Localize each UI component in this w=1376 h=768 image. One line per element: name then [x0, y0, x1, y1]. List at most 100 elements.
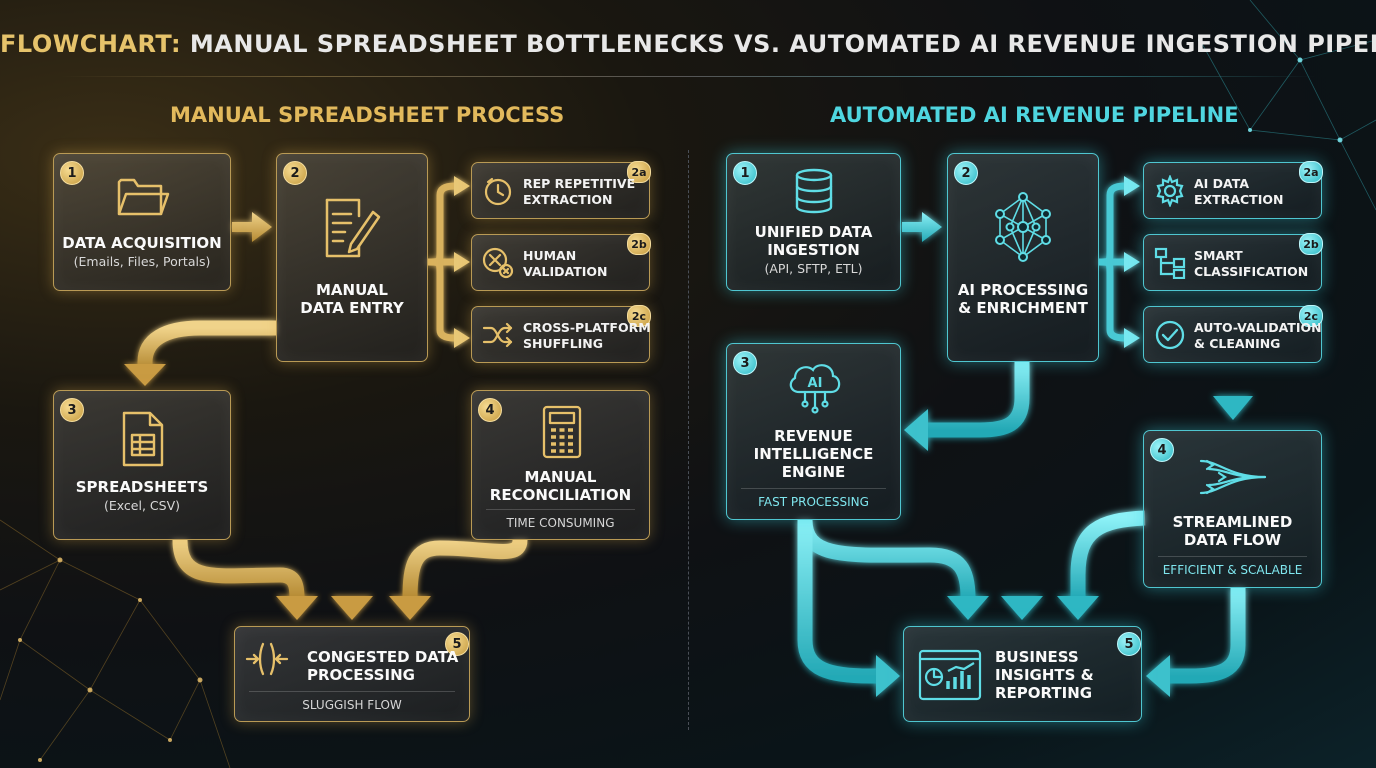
ai-cloud-icon: AI [789, 364, 841, 414]
divider-line [741, 488, 886, 489]
flow-lines-icon [1199, 459, 1267, 495]
hierarchy-icon [1154, 247, 1186, 279]
auto-node-business-insights: 5 BUSINESS INSIGHTS & REPORTING [903, 626, 1142, 722]
database-icon [795, 168, 833, 214]
node-label-line1: AI DATA [1194, 176, 1249, 191]
step-badge: 5 [445, 632, 469, 656]
error-check-icon [482, 247, 514, 279]
node-label-line2: EXTRACTION [523, 192, 613, 207]
step-badge: 2b [627, 233, 651, 255]
auto-section-heading: AUTOMATED AI REVENUE PIPELINE [830, 103, 1239, 127]
auto-node-unified-ingestion: 1 UNIFIED DATA INGESTION (API, SFTP, ETL… [726, 153, 901, 291]
manual-node-data-acquisition: 1 DATA ACQUISITION (Emails, Files, Porta… [53, 153, 231, 291]
manual-node-cross-platform-shuffling: 2c CROSS-PLATFORM SHUFFLING [471, 305, 651, 363]
step-badge: 2c [627, 305, 651, 327]
document-edit-icon [325, 198, 381, 258]
node-label-line1: SMART [1194, 248, 1243, 263]
title-divider [60, 76, 1316, 77]
node-label-line2: PROCESSING [307, 666, 415, 684]
spreadsheet-icon [122, 411, 164, 467]
node-label-line2: DATA ENTRY [300, 299, 404, 317]
node-label-line1: CONGESTED DATA [307, 648, 459, 666]
node-label-line2: RECONCILIATION [489, 486, 632, 504]
step-badge: 1 [60, 161, 84, 185]
node-sublabel: (API, SFTP, ETL) [764, 261, 863, 276]
manual-node-manual-reconciliation: 4 MANUAL RECONCILIATION TIME CONSUMING [471, 390, 650, 540]
auto-node-streamlined-flow: 4 STREAMLINED DATA FLOW EFFICIENT & SCAL… [1143, 430, 1322, 588]
chart-title: FLOWCHART: MANUAL SPREADSHEET BOTTLENECK… [0, 30, 1376, 58]
title-text: MANUAL SPREADSHEET BOTTLENECKS VS. AUTOM… [181, 30, 1376, 58]
node-label-line2: INSIGHTS & [995, 666, 1094, 684]
arrow-auto-4-to-5b [1168, 588, 1246, 684]
title-highlight: FLOWCHART: [0, 30, 182, 58]
branch-auto-2-to-2abc [1098, 182, 1126, 342]
network-decoration-left [0, 519, 231, 768]
node-tag: TIME CONSUMING [506, 516, 615, 530]
node-label-line2: EXTRACTION [1194, 192, 1284, 207]
check-circle-icon [1155, 320, 1185, 350]
shuffle-icon [482, 322, 513, 348]
congestion-icon [245, 642, 289, 676]
arrow-auto-2-to-3 [925, 362, 1030, 438]
manual-node-repetitive-extraction: 2a REP REPETITIVE EXTRACTION [471, 161, 651, 219]
arrow-auto-4-to-5a [1070, 510, 1146, 598]
node-label-line1: REVENUE [774, 427, 853, 445]
manual-node-human-validation: 2b HUMAN VALIDATION [471, 233, 651, 291]
arrow-auto-3-to-5b [797, 520, 878, 684]
step-badge: 3 [60, 398, 84, 422]
node-label-line1: AI PROCESSING [957, 281, 1089, 299]
auto-connectors [797, 176, 1253, 697]
auto-node-smart-classification: 2b SMART CLASSIFICATION [1143, 233, 1323, 291]
node-label-line3: ENGINE [781, 463, 846, 481]
node-label-line2: DATA FLOW [1183, 531, 1282, 549]
node-label-line1: REP REPETITIVE [523, 176, 636, 191]
node-label-line2: & ENRICHMENT [958, 299, 1088, 317]
node-label-line1: BUSINESS [995, 648, 1079, 666]
step-badge: 1 [733, 161, 757, 185]
node-tag: FAST PROCESSING [758, 495, 869, 509]
node-label: DATA ACQUISITION [62, 234, 222, 252]
auto-node-revenue-intelligence: 3 AI REVENUE INTELLIGENCE ENGINE FAST PR… [726, 343, 901, 520]
arrow-1-to-2 [232, 212, 272, 242]
step-badge: 5 [1117, 632, 1141, 656]
folder-icon [117, 178, 170, 216]
node-label-line1: CROSS-PLATFORM [523, 320, 651, 335]
auto-node-ai-processing: 2 AI PROCESSING & ENRICHMENT [947, 153, 1099, 362]
manual-node-congested-processing: 5 CONGESTED DATA PROCESSING SLUGGISH FLO… [234, 626, 470, 722]
node-label-line1: MANUAL [524, 468, 597, 486]
node-label-line2: INGESTION [767, 241, 860, 259]
dashboard-icon [918, 649, 982, 701]
calculator-icon [542, 405, 582, 459]
manual-node-spreadsheets: 3 SPREADSHEETS (Excel, CSV) [53, 390, 231, 540]
node-label: SPREADSHEETS [75, 478, 209, 496]
node-label-line1: AUTO-VALIDATION [1194, 320, 1322, 335]
step-badge: 4 [478, 398, 502, 422]
node-sublabel: (Emails, Files, Portals) [73, 254, 211, 269]
auto-node-ai-data-extraction: 2a AI DATA EXTRACTION [1143, 161, 1323, 219]
divider-line [1158, 556, 1307, 557]
node-label-line3: REPORTING [995, 684, 1093, 702]
node-label-line2: INTELLIGENCE [753, 445, 874, 463]
manual-section-heading: MANUAL SPREADSHEET PROCESS [170, 103, 565, 127]
arrow-auto-1-to-2 [902, 212, 942, 242]
divider-line [249, 691, 455, 692]
node-label-line1: HUMAN [523, 248, 577, 263]
arrow-auto-3-to-5a [797, 519, 976, 599]
arrow-3-to-5 [172, 539, 305, 599]
arrow-4-to-5 [402, 538, 528, 599]
step-badge: 2 [954, 161, 978, 185]
node-tag: EFFICIENT & SCALABLE [1162, 563, 1303, 577]
divider-line [486, 509, 635, 510]
node-label-line1: UNIFIED DATA [754, 223, 873, 241]
manual-node-data-entry: 2 MANUAL DATA ENTRY [276, 153, 428, 362]
center-divider [688, 150, 689, 730]
manual-connectors [124, 176, 528, 620]
node-sublabel: (Excel, CSV) [103, 498, 181, 513]
node-tag: SLUGGISH FLOW [302, 698, 402, 712]
node-label-line2: VALIDATION [523, 264, 608, 279]
clock-icon [484, 177, 512, 206]
node-label-line2: CLASSIFICATION [1194, 264, 1309, 279]
neural-network-icon [995, 192, 1051, 262]
svg-text:AI: AI [808, 376, 823, 391]
node-label-line2: SHUFFLING [523, 336, 604, 351]
